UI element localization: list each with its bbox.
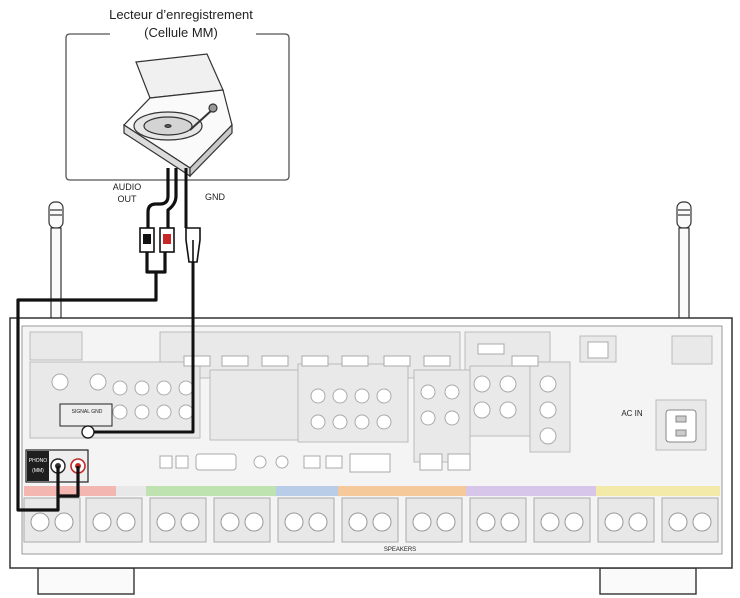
- rca-plug-white: [139, 227, 155, 253]
- receiver-foot-left: [37, 567, 135, 595]
- signal-gnd-terminal: [81, 425, 95, 439]
- upper-connectors: [51, 373, 557, 445]
- signal-gnd-panel: [59, 403, 113, 427]
- ac-pin-top: [675, 415, 687, 423]
- gnd-cable: [94, 168, 195, 434]
- phono-label-line2: (MM): [32, 468, 44, 474]
- middle-ports: [159, 453, 471, 473]
- audio-cable: [16, 168, 178, 512]
- signal-gnd-label: SIGNAL GND: [72, 409, 103, 415]
- hdmi-ports: [183, 341, 609, 367]
- device-title-line1: Lecteur d’enregistrement: [109, 7, 253, 22]
- speaker-color-bands: [24, 486, 720, 496]
- ac-pin-bottom: [675, 429, 687, 437]
- gnd-label: GND: [205, 192, 226, 202]
- gnd-spade-lug: [185, 227, 201, 263]
- turntable-icon: [123, 53, 233, 178]
- ac-in-label: AC IN: [621, 409, 643, 418]
- speaker-posts: [30, 512, 712, 532]
- ac-inlet: [665, 409, 697, 443]
- device-title-line2: (Cellule MM): [144, 25, 218, 40]
- audio-out-label-line1: AUDIO: [113, 182, 142, 192]
- rca-plug-red: [159, 227, 175, 253]
- speakers-label: SPEAKERS: [384, 547, 416, 553]
- phono-label-box: [27, 451, 49, 481]
- phono-label-line1: PHONO: [29, 458, 47, 464]
- receiver-foot-right: [599, 567, 697, 595]
- audio-out-label-line2: OUT: [118, 194, 138, 204]
